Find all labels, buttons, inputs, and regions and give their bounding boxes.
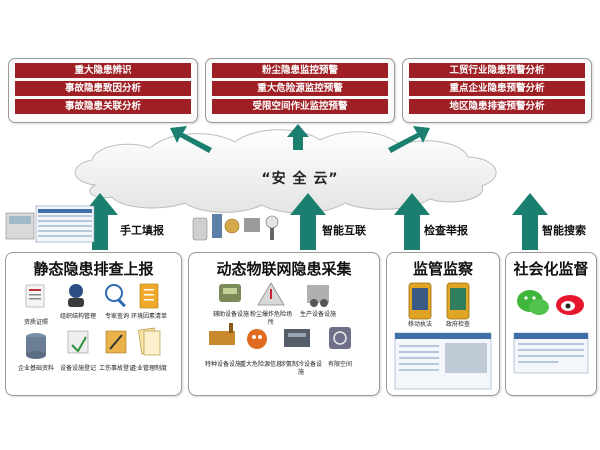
icon-caption: 特种设备设施	[204, 361, 241, 368]
top-item: 工贸行业隐患预警分析	[409, 63, 585, 78]
icon-caption: 重大危险源信息	[239, 361, 282, 368]
icon-caption: 企业管理制度	[130, 365, 167, 372]
confined-space-icon	[329, 327, 351, 349]
device-thumbnails	[5, 205, 279, 243]
arrow-label-iot: 智能互联	[322, 224, 366, 237]
arrow-label-manual: 手工填报	[120, 224, 164, 237]
hazard-source-icon	[247, 329, 267, 349]
supervision-box: 监管监察 移动执法 政府检查	[386, 252, 500, 396]
cloud-label: “安 全 云”	[261, 171, 339, 187]
supervision-icons	[394, 282, 492, 390]
aux-equipment-icon	[219, 284, 241, 302]
iot-icons	[209, 282, 351, 349]
top-item: 受限空间作业监控预警	[212, 99, 388, 114]
accident-register-icon	[105, 330, 127, 354]
weibo-icon	[556, 295, 584, 315]
arrow-label-report: 检查举报	[424, 224, 468, 237]
top-item: 重大危险源监控预警	[212, 81, 388, 96]
icon-caption: 生产设备设施	[299, 311, 336, 318]
icon-caption: 资质证照	[23, 319, 48, 326]
box-title: 社会化监督	[513, 260, 589, 278]
dust-warning-icon	[257, 282, 285, 306]
icon-caption: 辅助设备设施	[212, 311, 249, 318]
arrow-label-search: 智能搜索	[542, 224, 586, 237]
mobile-enforcement-icon	[408, 282, 432, 320]
production-equipment-icon	[307, 285, 329, 307]
icon-caption: 环境因素清单	[130, 313, 167, 320]
organization-icon	[68, 284, 84, 307]
icon-caption: 政府检查	[445, 321, 470, 328]
icon-caption: 企业基础资料	[17, 365, 54, 372]
icon-caption: 有限空间	[327, 361, 352, 368]
social-supervision-box: 社会化监督	[505, 252, 597, 396]
social-icons	[513, 290, 589, 374]
top-group-2: 粉尘隐患监控预警 重大危险源监控预警 受限空间作业监控预警	[205, 58, 395, 123]
equipment-register-icon	[67, 330, 89, 354]
icon-caption: 组织结构管理	[59, 313, 96, 320]
web-portal-icon	[513, 332, 589, 374]
icon-caption: 粉尘爆炸危险场所	[249, 311, 292, 326]
icon-caption: 涉氨制冷设备设施	[279, 361, 322, 376]
report-document-icon	[394, 332, 492, 390]
management-rules-icon	[138, 327, 161, 356]
static-hazard-box: 静态隐患排查上报 资质证照 组织结构管理 专家查询 环境因素清单 企业基础资料 …	[5, 252, 182, 396]
static-icons	[25, 283, 161, 359]
icon-caption: 移动执法	[407, 321, 432, 328]
box-title: 动态物联网隐患采集	[216, 260, 352, 278]
icon-caption: 工伤事故登记	[98, 365, 135, 372]
top-item: 事故隐患致因分析	[15, 81, 191, 96]
top-item: 事故隐患关联分析	[15, 99, 191, 114]
special-equipment-icon	[209, 323, 235, 345]
box-title: 监管监察	[412, 260, 473, 278]
government-inspection-icon	[446, 282, 470, 320]
top-item: 重点企业隐患预警分析	[409, 81, 585, 96]
wechat-icon	[517, 290, 549, 315]
expert-search-icon	[105, 284, 126, 308]
top-group-1: 重大隐患辨识 事故隐患致因分析 事故隐患关联分析	[8, 58, 198, 123]
top-item: 重大隐患辨识	[15, 63, 191, 78]
box-title: 静态隐患排查上报	[33, 260, 154, 278]
iot-collection-box: 动态物联网隐患采集 辅助设备设施 粉尘爆炸危险场所 生产设备设施 特种设备设施 …	[188, 252, 380, 396]
top-group-3: 工贸行业隐患预警分析 重点企业隐患预警分析 地区隐患排查预警分析	[402, 58, 592, 123]
top-item: 粉尘隐患监控预警	[212, 63, 388, 78]
certificate-icon	[25, 284, 45, 308]
environment-list-icon	[139, 283, 159, 309]
icon-caption: 专家查询	[104, 313, 129, 320]
top-item: 地区隐患排查预警分析	[409, 99, 585, 114]
icon-caption: 设备设施登记	[59, 365, 96, 372]
arrows-up-to-top	[170, 124, 430, 153]
ammonia-refrigeration-icon	[284, 329, 310, 347]
database-icon	[26, 333, 46, 359]
